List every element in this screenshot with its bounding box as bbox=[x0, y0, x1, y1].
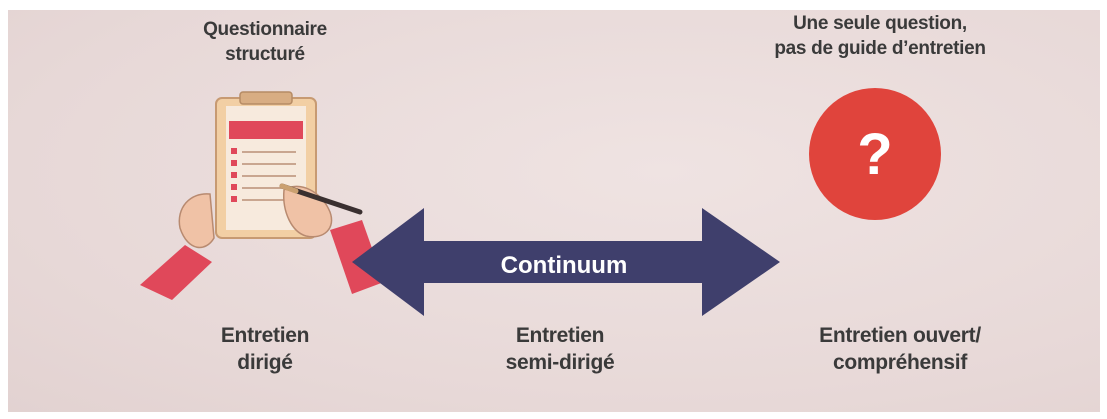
open-interview-label: Entretien ouvert/ compréhensif bbox=[819, 324, 981, 375]
structured-questionnaire-label: Questionnaire structuré bbox=[203, 19, 327, 65]
semi-directed-interview-label: Entretien semi-dirigé bbox=[505, 324, 615, 375]
question-mark-circle-icon: ? bbox=[809, 88, 941, 220]
clipboard-with-hands-icon bbox=[140, 91, 384, 300]
continuum-arrow: Continuum bbox=[352, 208, 780, 316]
diagram-background bbox=[8, 10, 1100, 412]
directed-interview-label: Entretien dirigé bbox=[220, 324, 310, 375]
continuum-label: Continuum bbox=[501, 252, 628, 279]
question-mark-glyph: ? bbox=[857, 122, 892, 187]
single-question-label: Une seule question, pas de guide d’entre… bbox=[774, 13, 986, 59]
